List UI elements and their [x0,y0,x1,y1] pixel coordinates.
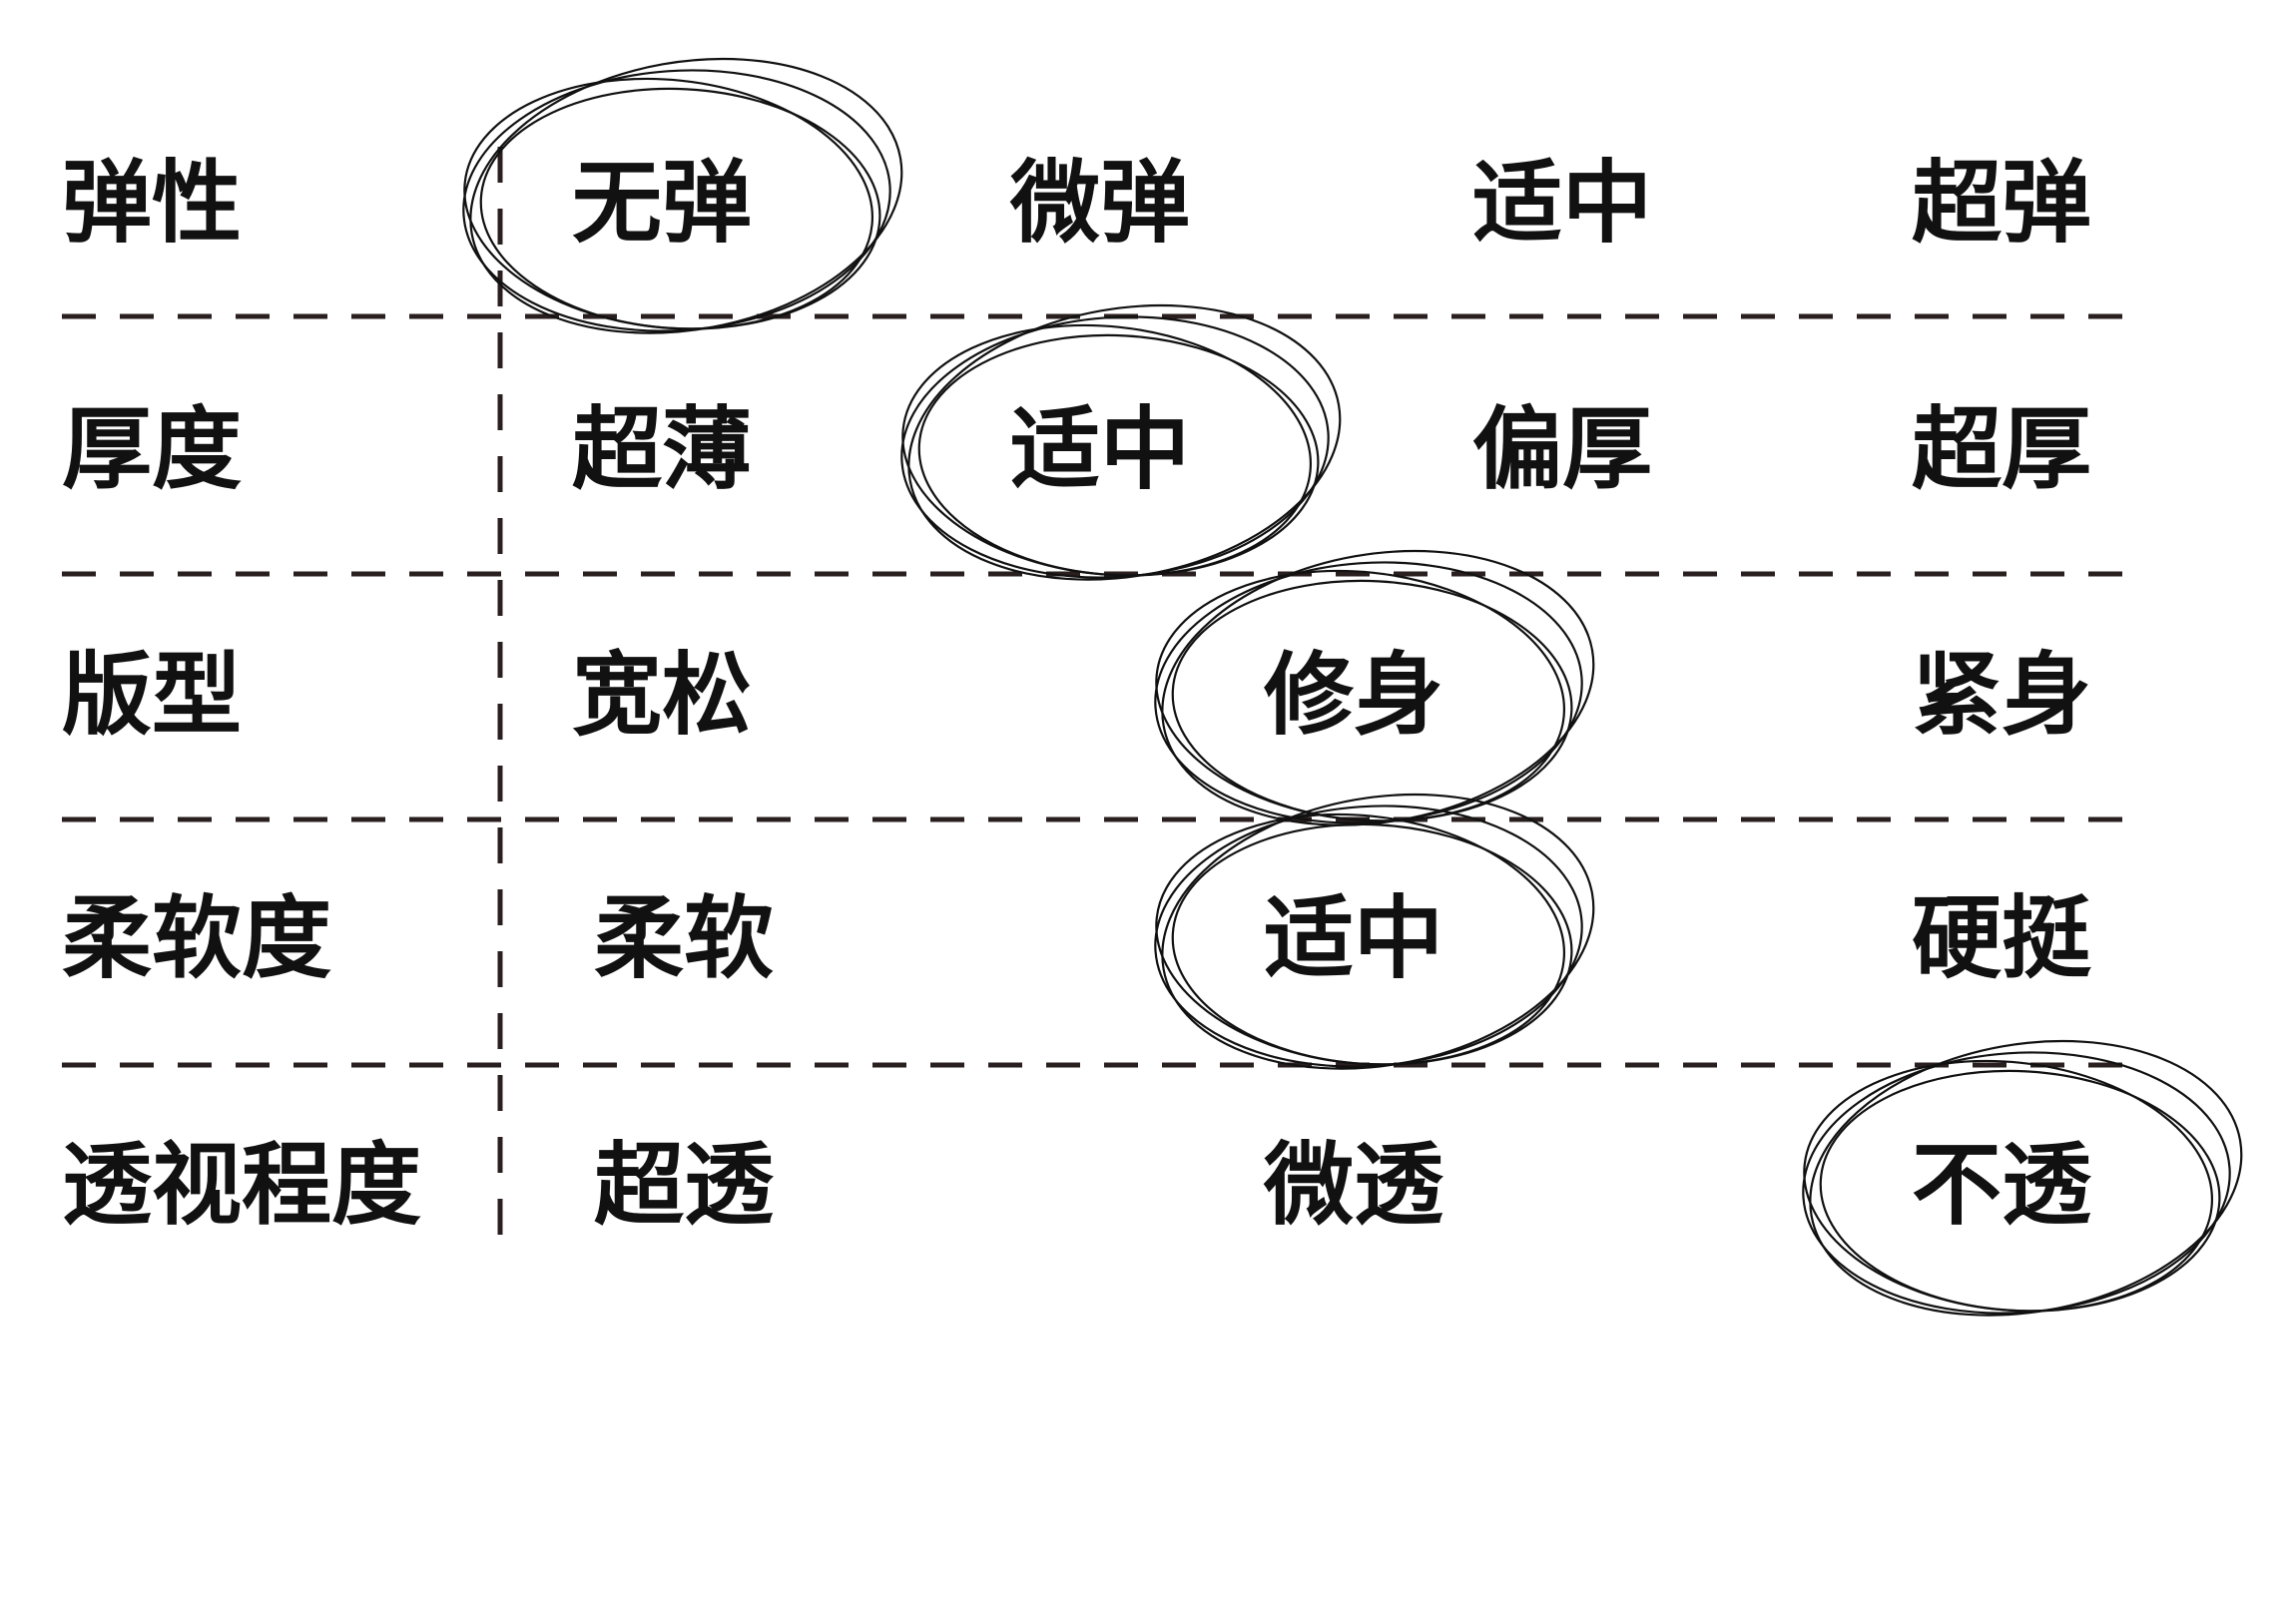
option[interactable]: 紧身 [1912,642,2091,748]
attribute-label: 版型 [62,642,242,748]
selection-circle [462,57,903,334]
option[interactable]: 柔软 [594,885,774,991]
option[interactable]: 微弹 [1010,150,1190,256]
option[interactable]: 偏厚 [1472,396,1652,502]
option[interactable]: 超透 [594,1132,774,1238]
option-selected[interactable]: 不透 [1912,1132,2091,1238]
option-selected[interactable]: 修身 [1264,642,1443,748]
attribute-label: 厚度 [62,396,242,502]
option[interactable]: 超弹 [1912,150,2091,256]
option-selected[interactable]: 适中 [1010,396,1190,502]
option[interactable]: 硬挺 [1912,885,2091,991]
option-selected[interactable]: 适中 [1264,885,1443,991]
option[interactable]: 宽松 [572,642,752,748]
option[interactable]: 微透 [1264,1132,1443,1238]
selection-circle [1802,1039,2243,1317]
option[interactable]: 超厚 [1912,396,2091,502]
selection-circle [1154,793,1595,1070]
attribute-label: 弹性 [62,150,242,256]
option-selected[interactable]: 无弹 [572,150,752,256]
option[interactable]: 超薄 [572,396,752,502]
selection-circle [900,303,1342,581]
option[interactable]: 适中 [1472,150,1652,256]
attribute-label: 柔软度 [62,885,331,991]
attribute-label: 透视程度 [62,1132,421,1238]
